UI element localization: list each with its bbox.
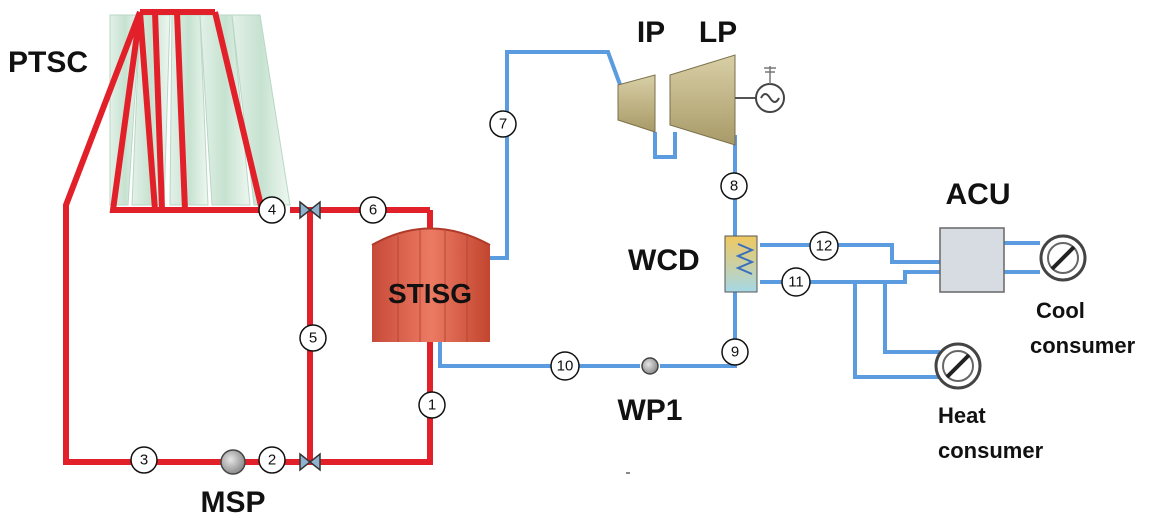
msp-pump-icon	[220, 449, 246, 475]
svg-text:5: 5	[309, 330, 317, 347]
acu-unit	[939, 227, 1005, 293]
state-point-3: 3	[130, 446, 158, 474]
svg-text:2: 2	[268, 452, 276, 469]
wp1-pump-icon	[641, 357, 659, 375]
heat-consumer-icon	[934, 342, 982, 390]
label-ip: IP	[637, 16, 665, 49]
svg-text:11: 11	[788, 274, 804, 291]
label-heat-consumer-line2: consumer	[938, 438, 1044, 463]
svg-text:4: 4	[268, 202, 276, 219]
stisg-tank	[371, 227, 491, 342]
svg-text:3: 3	[140, 452, 148, 469]
svg-text:6: 6	[369, 202, 377, 219]
wcd-condenser	[724, 235, 758, 293]
svg-text:7: 7	[499, 116, 507, 133]
label-msp: MSP	[200, 486, 265, 519]
svg-text:8: 8	[730, 178, 738, 195]
state-point-4: 4	[258, 196, 286, 224]
valve-bottom-icon	[299, 452, 321, 472]
water-steam-pipes	[438, 50, 1040, 474]
label-lp: LP	[699, 16, 737, 49]
svg-text:9: 9	[731, 344, 739, 361]
state-point-5: 5	[299, 324, 327, 352]
state-point-12: 12	[809, 231, 839, 261]
lp-turbine	[669, 54, 757, 146]
ip-turbine	[617, 74, 656, 133]
label-wcd: WCD	[628, 244, 700, 277]
state-point-9: 9	[721, 338, 749, 366]
state-point-2: 2	[258, 446, 286, 474]
svg-text:12: 12	[816, 238, 833, 255]
state-point-6: 6	[359, 196, 387, 224]
label-stisg: STISG	[388, 278, 472, 309]
state-point-11: 11	[781, 267, 811, 297]
svg-text:1: 1	[428, 397, 436, 414]
state-point-7: 7	[489, 110, 517, 138]
label-cool-consumer-line2: consumer	[1030, 333, 1136, 358]
state-point-10: 10	[550, 351, 580, 381]
label-ptsc: PTSC	[8, 46, 88, 79]
label-heat-consumer-line1: Heat	[938, 403, 986, 428]
cool-consumer-icon	[1039, 234, 1087, 282]
label-cool-consumer-line1: Cool	[1036, 298, 1085, 323]
state-point-1: 1	[418, 391, 446, 419]
label-acu: ACU	[946, 178, 1011, 211]
state-point-8: 8	[720, 172, 748, 200]
label-wp1: WP1	[617, 394, 682, 427]
generator-icon	[755, 66, 785, 113]
valve-top-icon	[299, 200, 321, 220]
svg-text:10: 10	[557, 358, 574, 375]
